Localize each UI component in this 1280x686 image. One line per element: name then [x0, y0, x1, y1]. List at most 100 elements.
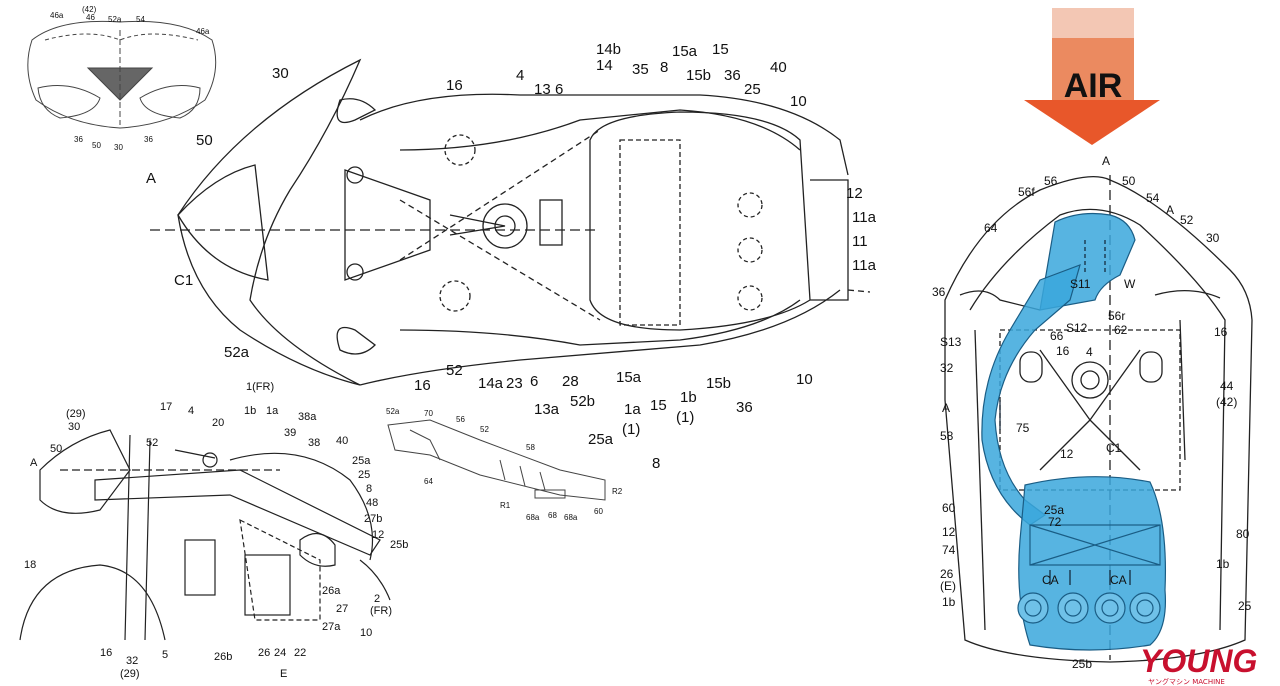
label: 25	[744, 81, 761, 98]
label: 2	[374, 593, 380, 605]
label: 22	[294, 647, 306, 659]
label: A	[1102, 154, 1110, 168]
label: R2	[612, 487, 623, 496]
label: 25a	[352, 455, 371, 467]
label: C1	[1106, 441, 1122, 455]
label: 68a	[564, 513, 578, 522]
label: 58	[526, 443, 535, 452]
label: 30	[68, 421, 80, 433]
label: 50	[196, 132, 213, 149]
label: 52a	[224, 344, 250, 361]
label: 11	[852, 233, 868, 250]
logo-main-text: YOUNG	[1140, 643, 1257, 679]
label: 12	[1060, 447, 1074, 461]
label: C1	[174, 272, 193, 289]
label: 40	[770, 59, 787, 76]
label: 25b	[390, 539, 408, 551]
label: 6	[555, 81, 563, 98]
label: 11a	[852, 257, 877, 274]
label: 16	[1056, 344, 1070, 358]
label: 4	[1086, 345, 1093, 359]
label: 46a	[50, 11, 64, 20]
label: 64	[424, 477, 433, 486]
label: 56f	[1018, 185, 1035, 199]
label: 32	[940, 361, 954, 375]
label: 38a	[298, 411, 317, 423]
label: 36	[932, 285, 946, 299]
label: 30	[272, 65, 289, 82]
label: 46a	[196, 27, 210, 36]
label: 50	[1122, 174, 1136, 188]
label: 24	[274, 647, 286, 659]
label: 12	[846, 185, 863, 202]
label: 56	[456, 415, 465, 424]
label: 54	[1146, 191, 1160, 205]
label: A	[942, 401, 950, 415]
front-view-labels: 46a (42) 46 52a 54 46a 36 50 30 36	[50, 5, 210, 152]
air-banner: AIR	[1024, 8, 1160, 145]
label: 50	[92, 141, 101, 150]
label: 25b	[1072, 657, 1092, 671]
main-view-labels: 30 16 4 13 6 14b 14 35 8 15a 15 15b 36 2…	[146, 41, 877, 472]
label: 1b	[244, 405, 256, 417]
label: 56r	[1108, 309, 1125, 323]
logo-sub-text: ヤングマシン MACHINE	[1148, 677, 1225, 686]
label: 4	[516, 67, 524, 84]
label: 14b	[596, 41, 621, 58]
label: (1)	[622, 421, 640, 438]
label: A	[1166, 203, 1174, 217]
label: 52	[446, 362, 463, 379]
label: 4	[188, 405, 194, 417]
label: CA	[1110, 573, 1127, 587]
label: 52a	[108, 15, 122, 24]
blue-air-duct	[981, 212, 1167, 651]
label: S12	[1066, 321, 1088, 335]
label: 1(FR)	[246, 381, 274, 393]
label: 30	[114, 143, 123, 152]
label: 14a	[478, 375, 504, 392]
label: 60	[942, 501, 956, 515]
right-view-labels: A 50 56 56f 54 A 52 30 64 36 S11 W 56r S…	[932, 154, 1252, 671]
label: 27b	[364, 513, 382, 525]
label: 50	[50, 443, 62, 455]
label: 70	[424, 409, 433, 418]
label: 75	[1016, 421, 1030, 435]
label: 15b	[706, 375, 731, 392]
label: E	[280, 668, 287, 680]
airbox	[1018, 476, 1167, 651]
label: 1b	[680, 389, 697, 406]
label: (1)	[676, 409, 694, 426]
label: 15a	[616, 369, 642, 386]
label: 60	[594, 507, 603, 516]
label: R1	[500, 501, 511, 510]
side-view	[19, 429, 391, 641]
label: 11a	[852, 209, 877, 226]
label: 13a	[534, 401, 560, 418]
label: 5	[162, 649, 168, 661]
label: 20	[212, 417, 224, 429]
label: 1b	[942, 595, 956, 609]
label: 36	[144, 135, 153, 144]
label: 8	[660, 59, 668, 76]
label: 10	[790, 93, 807, 110]
label: 80	[1236, 527, 1250, 541]
label: 12	[372, 529, 384, 541]
label: 17	[160, 401, 172, 413]
label: 27a	[322, 621, 341, 633]
label: 72	[1048, 515, 1062, 529]
label: 23	[506, 375, 523, 392]
label: 1a	[266, 405, 279, 417]
label: 25	[1238, 599, 1252, 613]
label: W	[1124, 277, 1136, 291]
label: 48	[366, 497, 378, 509]
main-top-view	[150, 58, 871, 386]
label: S13	[940, 335, 962, 349]
label: 44	[1220, 379, 1234, 393]
label: 26	[940, 567, 954, 581]
label: 66	[1050, 329, 1064, 343]
label: A	[146, 170, 156, 187]
label: 68a	[526, 513, 540, 522]
label: (42)	[1216, 395, 1237, 409]
label: 39	[284, 427, 296, 439]
